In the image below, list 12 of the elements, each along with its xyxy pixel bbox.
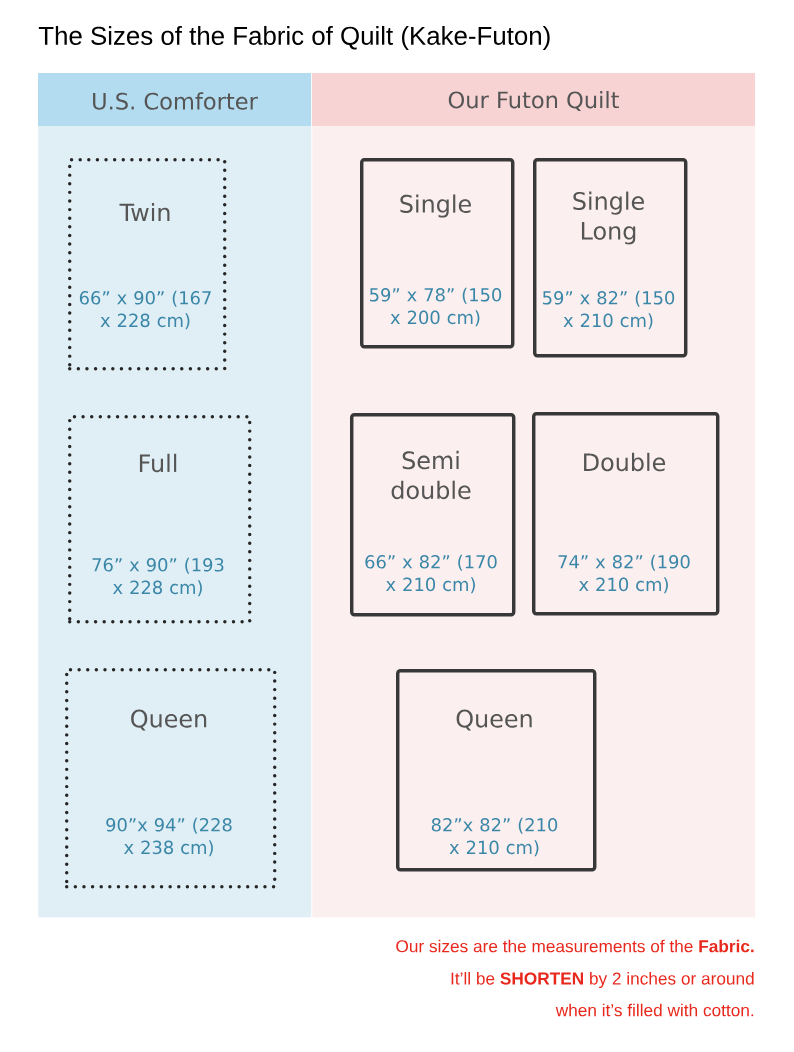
size-box: Queen 82”x 82” (210 x 210 cm) — [396, 669, 597, 872]
size-box: Twin 66” x 90” (167 x 228 cm) — [68, 158, 227, 371]
size-box: Full 76” x 90” (193 x 228 cm) — [68, 415, 252, 624]
title: The Sizes of the Fabric of Quilt (Kake-Futon) — [38, 25, 550, 51]
note: Our sizes are the measurements of the Fabric. — [396, 939, 754, 953]
size-box: Single 59” x 78” (150 x 200 cm) — [360, 158, 515, 349]
size-box: Single Long 59” x 82” (150 x 210 cm) — [533, 158, 688, 358]
note: when it’s filled with cotton. — [555, 1003, 754, 1017]
size-box: Double 74” x 82” (190 x 210 cm) — [532, 412, 720, 616]
size-box: Semi double 66” x 82” (170 x 210 cm) — [350, 413, 516, 617]
size-box: Queen 90”x 94” (228 x 238 cm) — [65, 668, 277, 889]
note: It’ll be SHORTEN by 2 inches or around — [451, 971, 754, 989]
